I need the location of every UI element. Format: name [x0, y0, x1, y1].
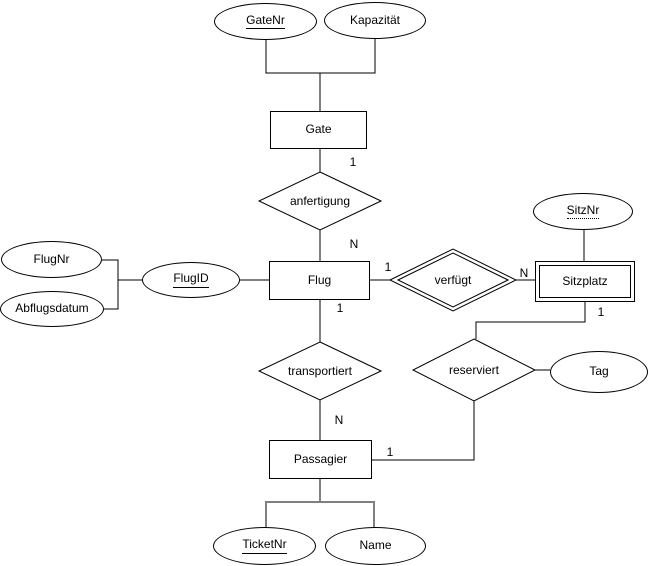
reserviert-diamond-shape [411, 338, 537, 402]
cardinality-verfuegt-sitzplatz: N [519, 266, 529, 280]
attribute-tag: Tag [550, 351, 648, 393]
attribute-abflugsdatum-label: Abflugsdatum [15, 301, 89, 316]
entity-passagier: Passagier [269, 440, 372, 479]
cardinality-sitzplatz-reserviert: 1 [597, 305, 605, 319]
attribute-flugid: FlugID [142, 262, 240, 298]
relationship-diamonds [257, 171, 537, 402]
entity-flug-label: Flug [307, 272, 332, 287]
relationship-verfuegt-label: verfügt [434, 273, 472, 287]
attribute-kapazitaet: Kapazität [324, 2, 426, 39]
entity-passagier-label: Passagier [293, 451, 348, 466]
attribute-sitznr: SitzNr [533, 193, 633, 230]
attribute-kapazitaet-label: Kapazität [349, 12, 401, 27]
attribute-tag-label: Tag [589, 364, 609, 379]
entity-gate-label: Gate [305, 122, 332, 137]
attribute-name: Name [325, 527, 426, 565]
cardinality-anfertigung-flug: N [349, 237, 359, 251]
verfuegt-diamond-outer-shape [388, 248, 518, 312]
attribute-ticketnr: TicketNr [213, 527, 316, 565]
verfuegt-diamond-inner-shape [396, 252, 510, 308]
cardinality-flug-transportiert: 1 [336, 301, 344, 315]
attribute-flugnr-label: FlugNr [33, 251, 70, 266]
cardinality-gate-anfertigung: 1 [349, 155, 357, 169]
transportiert-diamond-shape [257, 341, 383, 401]
attribute-abflugsdatum: Abflugsdatum [0, 291, 104, 327]
attribute-gatenr: GateNr [214, 3, 317, 40]
relationship-anfertigung-label: anfertigung [289, 194, 351, 208]
attribute-sitznr-label: SitzNr [566, 203, 600, 220]
cardinality-passagier-reserviert: 1 [386, 445, 394, 459]
entity-gate: Gate [270, 111, 367, 149]
entity-sitzplatz-label: Sitzplatz [562, 273, 608, 288]
attribute-gatenr-label: GateNr [246, 13, 285, 30]
connector-lines [102, 39, 586, 527]
cardinality-flug-verfuegt: 1 [384, 260, 392, 274]
relationship-transportiert-label: transportiert [287, 364, 353, 378]
cardinality-transportiert-passagier: N [334, 413, 344, 427]
entity-flug: Flug [269, 261, 370, 300]
entity-sitzplatz: Sitzplatz [535, 261, 635, 302]
relationship-reserviert-label: reserviert [448, 363, 500, 377]
anfertigung-diamond-shape [257, 171, 383, 231]
attribute-flugid-label: FlugID [173, 272, 209, 288]
attribute-name-label: Name [359, 538, 392, 553]
attribute-flugnr: FlugNr [1, 241, 102, 278]
attribute-ticketnr-label: TicketNr [242, 538, 287, 554]
